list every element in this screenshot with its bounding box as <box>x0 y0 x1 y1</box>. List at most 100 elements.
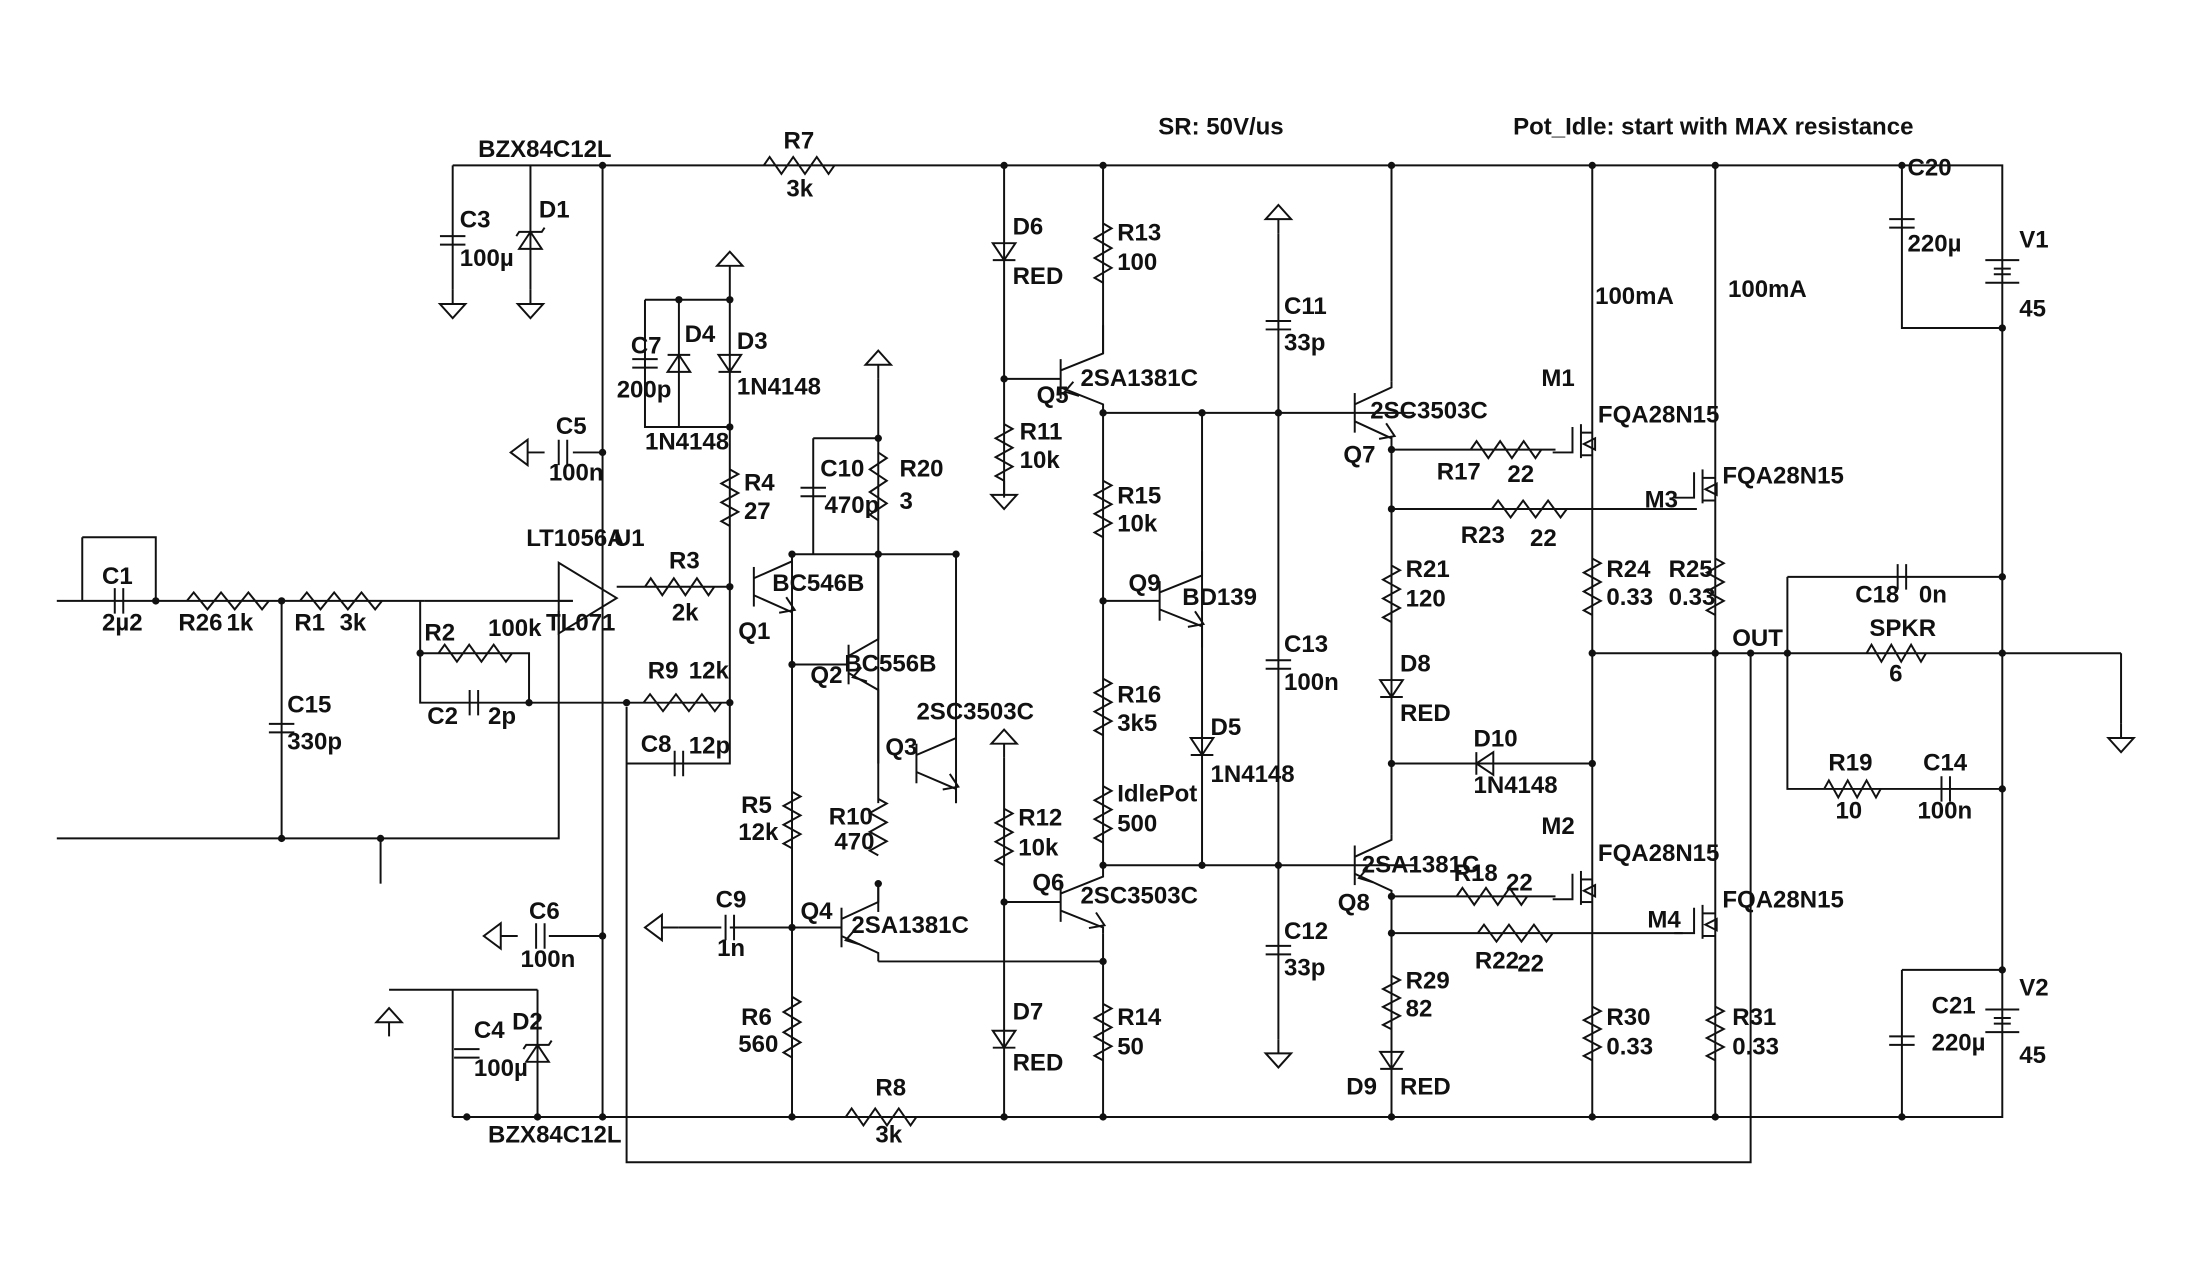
label-r15-value: 10k <box>1117 511 1158 538</box>
label-r10-value: 470 <box>834 829 874 856</box>
junction-dot <box>598 161 607 170</box>
D5-diode <box>1188 737 1216 757</box>
junction-dot <box>1387 929 1396 937</box>
Q5-arrow <box>1063 381 1080 397</box>
R3-resistor <box>644 576 716 597</box>
R19-resistor <box>1823 778 1882 800</box>
label-r14: R14 <box>1117 1004 1162 1031</box>
label-q6: Q6 <box>1032 870 1064 897</box>
junction-dot <box>416 649 424 657</box>
junction-dot <box>1898 1113 1906 1121</box>
label-c20: C20 <box>1908 154 1952 181</box>
Q6-emitter <box>1060 909 1105 934</box>
label-d4-part: 1N4148 <box>645 429 729 456</box>
junction-dot <box>1387 759 1396 768</box>
label-d2-part: BZX84C12L <box>488 1121 621 1148</box>
Q2-collector <box>848 554 880 657</box>
label-r13-value: 100 <box>1117 249 1157 276</box>
label-c2-value: 2p <box>488 703 516 730</box>
label-r23: R23 <box>1461 522 1505 549</box>
label-c13-value: 100n <box>1284 669 1339 696</box>
feedback-wire <box>625 653 1752 1164</box>
label-c15: C15 <box>287 692 331 719</box>
label-r18-value: 22 <box>1506 870 1533 897</box>
label-r30: R30 <box>1606 1004 1650 1031</box>
label-c11-value: 33p <box>1284 330 1325 357</box>
C13-capacitor <box>1265 659 1292 670</box>
ground-icon <box>374 1006 405 1037</box>
junction-dot <box>1274 861 1283 869</box>
label-c8-value: 12p <box>689 733 730 760</box>
label-v1: V1 <box>2019 226 2048 253</box>
label-r22: R22 <box>1475 948 1519 975</box>
D7-diode <box>990 1029 1018 1050</box>
label-c12: C12 <box>1284 918 1328 945</box>
label-spkr-value: 6 <box>1889 660 1902 687</box>
Q8-arrow <box>1357 867 1374 884</box>
label-d8-part: RED <box>1400 700 1451 727</box>
label-d9: D9 <box>1346 1073 1377 1100</box>
C1-capacitor <box>113 588 125 614</box>
Q3-collector <box>916 706 958 756</box>
label-d3: D3 <box>737 328 768 355</box>
label-r26: R26 <box>178 610 222 637</box>
label-r17: R17 <box>1437 458 1481 485</box>
D10-diode <box>1474 750 1495 777</box>
label-r31-value: 0.33 <box>1732 1034 1779 1061</box>
Q5-collector <box>1060 325 1105 372</box>
junction-dot <box>1711 1113 1719 1121</box>
label-r7-value: 3k <box>786 176 813 203</box>
Q9-emitter <box>1159 608 1204 648</box>
label-c18: C18 <box>1855 581 1899 608</box>
D1-zener <box>515 227 546 250</box>
label-m1-part: FQA28N15 <box>1598 402 1719 429</box>
junction-dot <box>726 583 734 591</box>
junction-dot <box>1099 957 1107 966</box>
label-d7-part: RED <box>1013 1049 1064 1076</box>
label-r26-value: 1k <box>226 610 253 637</box>
junction-dot <box>277 834 286 843</box>
label-u1-part: LT1056A <box>526 525 624 552</box>
label-c11: C11 <box>1284 293 1327 320</box>
wire <box>643 299 730 428</box>
Q8-collector <box>1354 834 1393 858</box>
label-d8: D8 <box>1400 651 1431 678</box>
C9-capacitor <box>724 914 736 941</box>
C5-capacitor <box>557 439 569 466</box>
label-q7-part: 2SC3503C <box>1370 398 1488 425</box>
label-c1: C1 <box>102 563 133 590</box>
label-c9: C9 <box>716 887 747 914</box>
label-q7: Q7 <box>1343 441 1375 468</box>
label-m2-part: FQA28N15 <box>1598 840 1719 867</box>
R11-resistor <box>993 423 1015 482</box>
junction-dot <box>1387 505 1396 513</box>
note-slew-rate: SR: 50V/us <box>1158 113 1283 140</box>
junction-dot <box>1711 161 1719 170</box>
V2-source <box>1985 1008 2020 1034</box>
D4-diode <box>665 353 693 373</box>
IdlePot-resistor <box>1092 785 1114 844</box>
junction-dot <box>675 296 683 304</box>
label-d5-part: 1N4148 <box>1211 761 1295 788</box>
label-d1-part: BZX84C12L <box>478 136 611 163</box>
label-c18-value: 0n <box>1919 581 1947 608</box>
junction-dot <box>1998 966 2006 974</box>
Q3-emitter <box>916 771 958 804</box>
label-c13: C13 <box>1284 631 1328 658</box>
label-q3: Q3 <box>885 734 917 761</box>
label-r5-value: 12k <box>738 819 779 846</box>
label-c7-value: 200p <box>617 376 672 403</box>
label-c5-value: 100n <box>549 460 604 487</box>
label-q3-part: 2SC3503C <box>916 699 1034 726</box>
junction-dot <box>1387 161 1396 170</box>
label-r29-value: 82 <box>1406 996 1433 1023</box>
label-v1-value: 45 <box>2019 296 2046 323</box>
label-r12-value: 10k <box>1018 834 1059 861</box>
label-r13: R13 <box>1117 219 1161 246</box>
ground-icon <box>2106 723 2137 754</box>
C3-capacitor <box>439 235 466 246</box>
D2-zener <box>522 1040 553 1063</box>
M1-arrow <box>1581 436 1597 452</box>
junction-dot <box>1099 1113 1107 1121</box>
label-q2-part: BC556B <box>844 651 936 678</box>
